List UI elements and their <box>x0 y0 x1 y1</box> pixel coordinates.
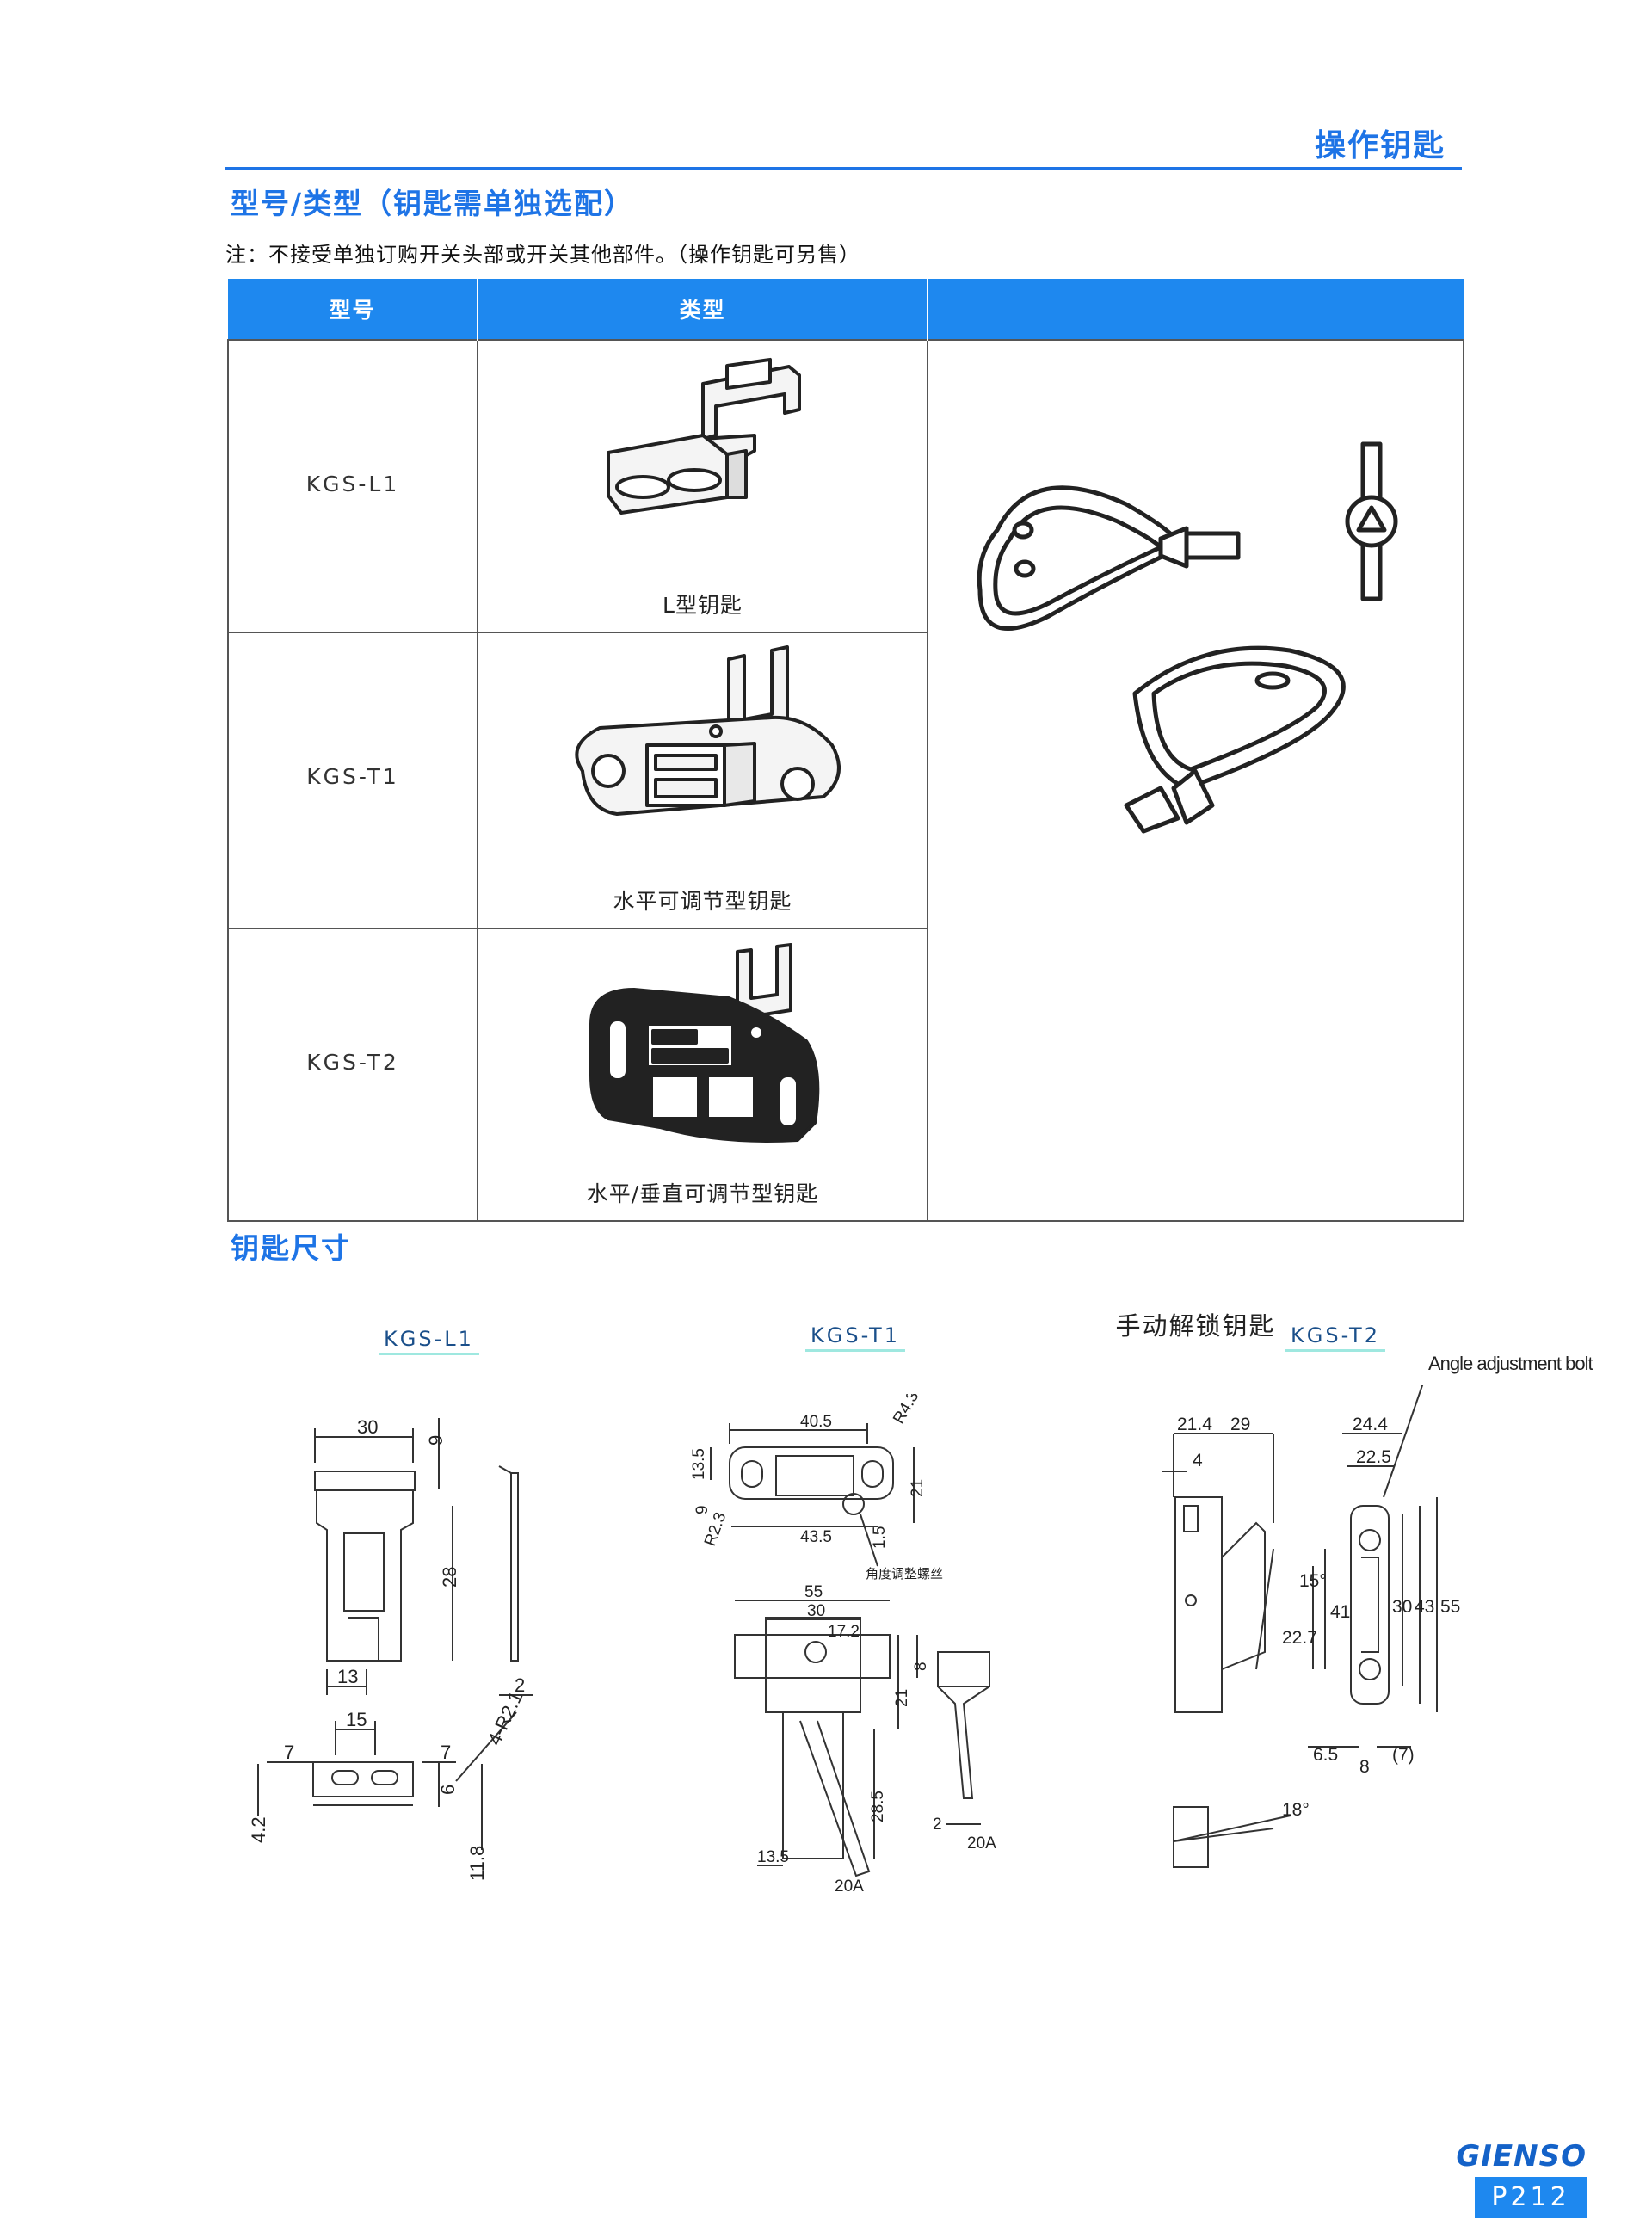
dim-text: R4.3 <box>890 1394 922 1427</box>
type-caption: L型钥匙 <box>663 593 743 618</box>
dim-text: 7 <box>441 1742 451 1763</box>
dim-text: 8 <box>912 1662 930 1671</box>
dim-text: 角度调整螺丝 <box>866 1567 943 1582</box>
dim-text: 28 <box>439 1567 460 1588</box>
col-header-type: 类型 <box>478 279 928 340</box>
dim-text: 4.2 <box>248 1816 269 1843</box>
dim-text: 4-R2.1 <box>484 1688 527 1748</box>
dim-text: 22.7 <box>1282 1628 1317 1648</box>
model-name: KGS-L1 <box>305 472 400 496</box>
table-row: KGS-L1 L型钥匙 <box>227 339 1464 1341</box>
manual-key-caption: 手动解锁钥匙 <box>1115 1311 1276 1341</box>
model-cell: KGS-T2 <box>227 928 478 1222</box>
dim-text: 43.5 <box>800 1528 832 1546</box>
drawing-label-t2: KGS-T2 <box>1285 1323 1385 1352</box>
dim-text: 20A <box>835 1877 864 1896</box>
t1-dimension-drawing: 40.5 R4.3 13.5 21 9 R2.3 43.5 1.5 角度调整螺丝… <box>680 1388 1076 1910</box>
dim-text: 40.5 <box>800 1413 832 1431</box>
dim-text: 2 <box>515 1674 525 1696</box>
table-row: KGS-T2 <box>227 928 1464 1222</box>
dim-text: 4 <box>1193 1451 1203 1471</box>
angle-adjustment-note: Angle adjustment bolt <box>1428 1353 1593 1374</box>
col-header-blank <box>928 279 1464 340</box>
dim-text: 20A <box>967 1834 996 1853</box>
hv-adjustable-key-image <box>478 938 927 1170</box>
table-row: KGS-T1 <box>227 632 1464 929</box>
dim-text: 8 <box>1359 1757 1370 1777</box>
dim-text: 2 <box>933 1816 942 1834</box>
dim-text: 15° <box>1299 1571 1327 1591</box>
page-number: P212 <box>1475 2177 1587 2218</box>
dim-text: 30 <box>1392 1597 1412 1617</box>
col-header-model: 型号 <box>228 279 478 340</box>
model-name: KGS-T1 <box>306 764 399 789</box>
horizontal-adjustable-key-image <box>478 642 927 874</box>
dim-text: 6 <box>437 1785 459 1795</box>
section-title-dimensions: 钥匙尺寸 <box>231 1231 351 1265</box>
type-cell: 水平/垂直可调节型钥匙 <box>477 928 928 1222</box>
dim-text: 9 <box>693 1505 712 1514</box>
dim-text: 43 <box>1415 1597 1434 1617</box>
key-types-table: 型号 类型 KGS-L1 <box>227 279 1464 1341</box>
dim-text: R2.3 <box>701 1510 730 1549</box>
l-key-image <box>478 349 927 582</box>
manual-key-cell: 手动解锁钥匙 <box>927 339 1464 1341</box>
type-cell: 水平可调节型钥匙 <box>477 632 928 929</box>
dim-text: 1.5 <box>871 1526 889 1549</box>
model-name: KGS-T2 <box>306 1050 399 1075</box>
dim-text: 9 <box>425 1435 447 1446</box>
dim-text: 22.5 <box>1356 1447 1391 1467</box>
dim-text: 13.5 <box>757 1848 789 1866</box>
dim-text: 29 <box>1230 1415 1250 1434</box>
type-cell: L型钥匙 <box>477 339 928 633</box>
page-header-title: 操作钥匙 <box>1314 128 1446 163</box>
type-caption: 水平/垂直可调节型钥匙 <box>586 1181 819 1206</box>
dim-text: 6.5 <box>1313 1745 1338 1765</box>
manual-key-image <box>928 427 1464 909</box>
dim-text: 30 <box>807 1602 825 1620</box>
table-header-row: 型号 类型 <box>228 279 1464 340</box>
dim-text: 55 <box>804 1583 823 1601</box>
brand-logo: GIENSO <box>1456 2139 1587 2173</box>
dim-text: 28.5 <box>869 1791 887 1822</box>
model-cell: KGS-L1 <box>227 339 478 633</box>
model-cell: KGS-T1 <box>227 632 478 929</box>
dim-text: 15 <box>346 1709 367 1730</box>
header-divider <box>225 167 1462 170</box>
t2-dimension-drawing: 21.4 29 4 24.4 22.5 15° 41 22.7 30 43 55… <box>1153 1367 1480 1919</box>
dim-text: 18° <box>1282 1800 1310 1820</box>
dim-text: 55 <box>1440 1597 1460 1617</box>
dim-text: 30 <box>357 1416 378 1438</box>
dim-text: 24.4 <box>1353 1415 1388 1434</box>
dim-text: 21 <box>893 1689 911 1707</box>
dim-text: 41 <box>1330 1602 1350 1622</box>
dim-text: 11.8 <box>466 1846 488 1881</box>
type-caption: 水平可调节型钥匙 <box>613 889 792 914</box>
l1-dimension-drawing: 30 9 28 13 2 15 7 7 4-R2.1 6 4.2 11.8 <box>241 1403 620 1884</box>
dim-text: (7) <box>1392 1745 1415 1765</box>
drawing-label-l1: KGS-L1 <box>379 1327 479 1355</box>
order-note: 注：不接受单独订购开关头部或开关其他部件。（操作钥匙可另售） <box>225 243 860 267</box>
dim-text: 21 <box>909 1479 927 1497</box>
dim-text: 17.2 <box>828 1623 860 1641</box>
section-title-models: 型号/类型（钥匙需单独选配） <box>231 187 635 220</box>
dim-text: 7 <box>284 1742 294 1763</box>
dim-text: 13.5 <box>690 1448 708 1480</box>
dim-text: 21.4 <box>1177 1415 1212 1434</box>
dim-text: 13 <box>337 1666 358 1687</box>
drawing-label-t1: KGS-T1 <box>805 1323 905 1352</box>
